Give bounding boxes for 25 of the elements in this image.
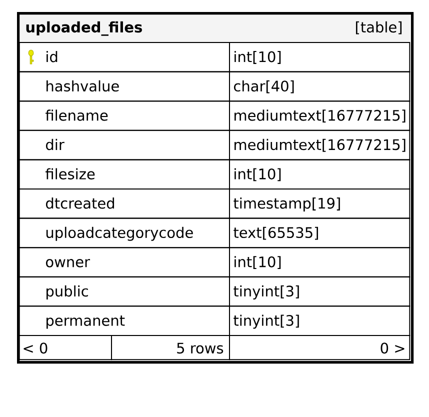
row-count-cell: 5 rows — [111, 334, 230, 360]
data-type-cell: mediumtext[16777215] — [229, 130, 410, 160]
footer-cell: 0 > — [229, 334, 410, 360]
data-type-cell: tinyint[3] — [229, 306, 410, 336]
data-type-cell: int[10] — [229, 159, 410, 190]
column-name-cell: filesize — [18, 159, 230, 190]
column-name-cell: permanent — [18, 306, 230, 336]
table-kind-label: [table] — [356, 21, 402, 34]
column-name-cell: filename — [18, 100, 230, 131]
table-name: uploaded_files — [26, 21, 142, 36]
footer-cell: < 0 — [18, 334, 112, 360]
column-name-cell: dir — [18, 130, 230, 160]
data-type-cell: text[65535] — [229, 218, 410, 248]
column-name-cell: uploadcategorycode — [18, 218, 230, 248]
column-name-cell: id — [18, 42, 230, 72]
column-name-cell: hashvalue — [18, 71, 230, 102]
data-type-cell: mediumtext[16777215] — [229, 100, 410, 131]
data-type-cell: timestamp[19] — [229, 188, 410, 219]
column-name-cell: owner — [18, 247, 230, 278]
data-type-cell: char[40] — [229, 71, 410, 102]
data-type-cell: tinyint[3] — [229, 276, 410, 307]
column-name-cell: public — [18, 276, 230, 307]
data-type-cell: int[10] — [229, 42, 410, 72]
data-type-cell: int[10] — [229, 247, 410, 278]
column-name-cell: dtcreated — [18, 188, 230, 219]
